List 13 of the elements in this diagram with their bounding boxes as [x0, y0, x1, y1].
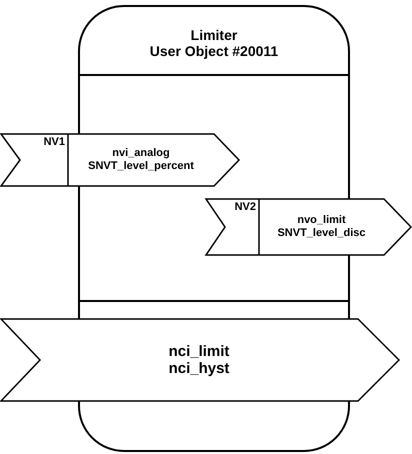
network-variable-number: NV1	[44, 136, 65, 149]
network-variable-name: nvi_analog	[112, 147, 170, 160]
configuration-name: nci_limit	[168, 342, 230, 360]
network-variable-name: nvo_limit	[297, 214, 346, 227]
network-variable-number: NV2	[234, 201, 256, 214]
output-network-variable	[205, 198, 412, 256]
network-variable-name: SNVT_level_disc	[277, 227, 366, 240]
input-network-variable	[0, 133, 240, 187]
network-variable-name: SNVT_level_percent	[88, 160, 194, 173]
configuration-properties	[0, 318, 400, 402]
block-title: Limiter	[190, 27, 238, 44]
configuration-name: nci_hyst	[168, 360, 230, 378]
block-title: User Object #20011	[150, 43, 278, 60]
